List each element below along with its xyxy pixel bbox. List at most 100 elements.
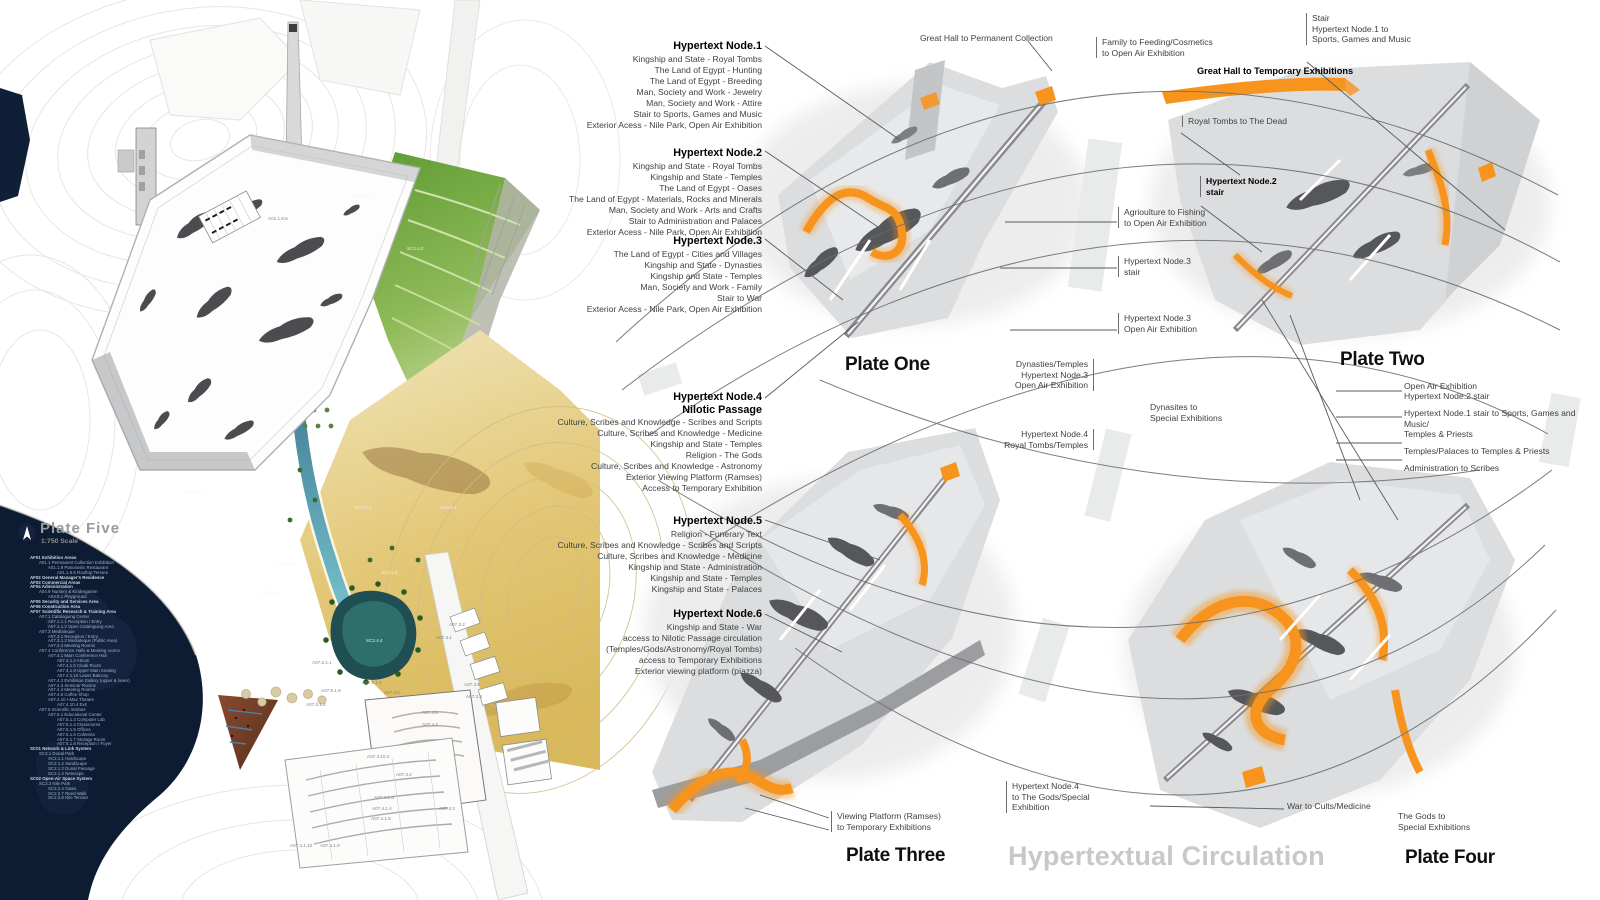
legend-row: A07.5.1 Educational Center: [48, 712, 102, 717]
legend-row: AF04 Administration: [30, 584, 73, 590]
callout-node3-stair: Hypertext Node.3 stair: [1118, 256, 1191, 278]
legend-row: A07.4.4 Meeting Rooms: [48, 687, 96, 693]
plan-code-label: SC2.4.4: [366, 638, 383, 643]
legend-row: A07.3.1.2 Mediateque (Public Area): [48, 638, 118, 644]
legend-row: A01.1.9 Panoramic Restaurant: [48, 564, 109, 570]
legend-row: A07.3.1 Reception / Entry: [48, 633, 99, 639]
legend-row: AF01 Exhibition Areas: [30, 555, 77, 560]
legend-row: AF03 Commercial Areas: [30, 579, 81, 585]
legend-row: A07.4.6 Coffee Shop: [48, 692, 89, 698]
node-4-subtitle: Nilotic Passage: [682, 403, 762, 416]
plan-code-label: A07.4.1.3: [374, 795, 394, 800]
plan-code-label: A07.3.5: [464, 682, 480, 687]
plan-code-label: SC2.1.4: [261, 590, 278, 595]
plate-two-link-list: Open Air Exhibition Hypertext Node.2 sta…: [1404, 381, 1600, 480]
plan-code-label: A07.4.1.4: [372, 806, 392, 811]
plate-two-title: Plate Two: [1340, 349, 1425, 370]
hypertext-node-2-block: Hypertext Node.2 Kingship and State - Ro…: [497, 147, 762, 238]
legend-row: A01.1 Permanent Collection Exhibition: [39, 559, 114, 565]
plan-code-label: A07.3.3: [466, 694, 482, 699]
plan-code-label: A07.5.1.2: [362, 680, 382, 685]
north-arrow-icon: [18, 522, 36, 542]
plan-code-label: A07.5.1.4: [306, 702, 326, 707]
plan-code-label: A01.1.9.6: [268, 216, 288, 221]
plate-two-plan: [1162, 62, 1540, 345]
legend-row: SC2.2 Nile Park: [39, 780, 71, 786]
legend-row: A07.4.1.9 Upper Main Seating: [57, 667, 116, 673]
legend-row: SC2.1.1 Hardscape: [48, 756, 87, 762]
plate-two-link: Administration to Scribes: [1404, 462, 1500, 473]
plan-code-label: SC2.2.8: [277, 561, 294, 566]
plan-code-label: A07.4.4: [422, 722, 438, 727]
plan-code-label: A07.4.5: [384, 690, 400, 695]
hypertext-node-1-block: Hypertext Node.1 Kingship and State - Ro…: [497, 40, 762, 131]
board-main-title: Hypertextual Circulation: [1008, 841, 1325, 871]
callout-dynasties-temples: Dynasties/Temples Hypertext Node.3 Open …: [1015, 359, 1094, 391]
plan-code-label: SC2.1.3: [352, 193, 369, 198]
legend-row: A07.4.1 Main Conference Hall: [48, 653, 107, 659]
plan-code-label: A07.4.3: [439, 806, 455, 811]
node-5-title: Hypertext Node.5: [673, 515, 762, 527]
plate-two-link: Open Air Exhibition Hypertext Node.2 sta…: [1404, 381, 1490, 402]
legend-row: A07.5 Scientific Institute: [39, 707, 86, 713]
legend-row: AF05 Security and Services Area: [30, 599, 99, 605]
node-4-title: Hypertext Node.4: [673, 391, 762, 403]
legend-row: SC2.1.3 Dunal Passage: [48, 765, 95, 771]
plate-five-title: Plate Five: [40, 520, 121, 537]
legend-row: A07.5.1.4 Classrooms: [57, 721, 101, 727]
callout-node2-stair: Hypertext Node.2 stair: [1200, 176, 1277, 198]
plan-code-label: A07.4.6: [422, 710, 438, 715]
plate-two-link: Temples/Palaces to Temples & Priests: [1404, 446, 1550, 457]
callout-great-hall-permanent: Great Hall to Permanent Collection: [920, 33, 1053, 43]
legend-row: A07.4.1.2 Atrium: [57, 658, 90, 664]
hypertext-node-4-block: Hypertext Node.4 Nilotic Passage Culture…: [497, 391, 762, 494]
legend-row: A04.9.1 Playground: [48, 594, 87, 600]
node-6-title: Hypertext Node.6: [673, 608, 762, 620]
plate-three-title: Plate Three: [846, 845, 946, 866]
plan-code-label: SC2.4.2: [407, 246, 424, 251]
conference-complex-plan: [241, 607, 553, 869]
legend-row: A07.4.2 Exhibition Gallery (upper & lowe…: [48, 677, 130, 683]
plate-four-plan: [1128, 462, 1515, 828]
legend-row: AF07 Scientific Research & Training Area: [30, 608, 116, 614]
plan-code-label: A07.3.1: [436, 635, 452, 640]
plan-code-label: A07.5.1.8: [321, 688, 341, 693]
legend-row: SC2.2.8 Nile Terrace: [48, 795, 89, 801]
node-4-list: Culture, Scribes and Knowledge - Scribes…: [557, 417, 762, 493]
legend-row: SC2.1.2 Sandscape: [48, 761, 88, 767]
legend-row: A07.4.10 I-Max Theatre: [48, 697, 95, 703]
plan-code-label: A07.4.1.5: [371, 816, 391, 821]
legend-row: A07.4.3 Seminar Rooms: [48, 682, 96, 688]
legend-row: A01.1.9.6 Rooftop Terrace: [57, 569, 109, 575]
callout-node3-open-air: Hypertext Node.3 Open Air Exhibition: [1118, 313, 1197, 335]
node-1-title: Hypertext Node.1: [673, 40, 762, 52]
node-2-list: Kingship and State - Royal Tombs Kingshi…: [569, 160, 762, 237]
callout-dynasites-special: Dynasites to Special Exhibitions: [1150, 402, 1223, 423]
plate-one-plan: [778, 60, 1058, 339]
hypertext-node-6-block: Hypertext Node.6 Kingship and State - Wa…: [497, 608, 762, 677]
legend-row: SC2.2.7 Reed Walk: [48, 790, 87, 796]
excavation-plot: [218, 695, 278, 770]
plan-code-label: A07.4.1.10: [290, 843, 313, 848]
legend-row: A07.4.1.5 Cloak Room: [57, 662, 102, 668]
node-3-title: Hypertext Node.3: [673, 235, 762, 247]
plate-one-title: Plate One: [845, 354, 930, 375]
legend-row: AF06 Construction Area: [30, 604, 81, 610]
plan-code-label: SC2.1.2: [355, 505, 372, 510]
legend-row: A07.1 Cataloguing Center: [39, 613, 90, 619]
museum-roof-plan: [91, 134, 421, 471]
callout-gods-special: The Gods to Special Exhibitions: [1398, 811, 1471, 832]
legend-row: A07.5.1.8 Reception / Foyer: [57, 741, 112, 747]
node-1-list: Kingship and State - Royal Tombs The Lan…: [586, 53, 762, 130]
tower-plan: [117, 21, 303, 226]
node-3-list: The Land of Egypt - Cities and Villages …: [586, 248, 762, 314]
plate-three-plan: [652, 428, 1000, 822]
plan-code-label: A07.4.2: [396, 772, 412, 777]
legend-row: SC2.2.4 Oasis: [48, 785, 77, 791]
nile-river: [0, 88, 203, 900]
plan-code-label: SC2.1.2: [440, 505, 457, 510]
legend-row: A07.5.1.5 Offices: [57, 726, 91, 732]
leader-lines: [744, 40, 1506, 831]
callout-stair-node1: Stair Hypertext Node.1 to Sports, Games …: [1306, 13, 1411, 45]
